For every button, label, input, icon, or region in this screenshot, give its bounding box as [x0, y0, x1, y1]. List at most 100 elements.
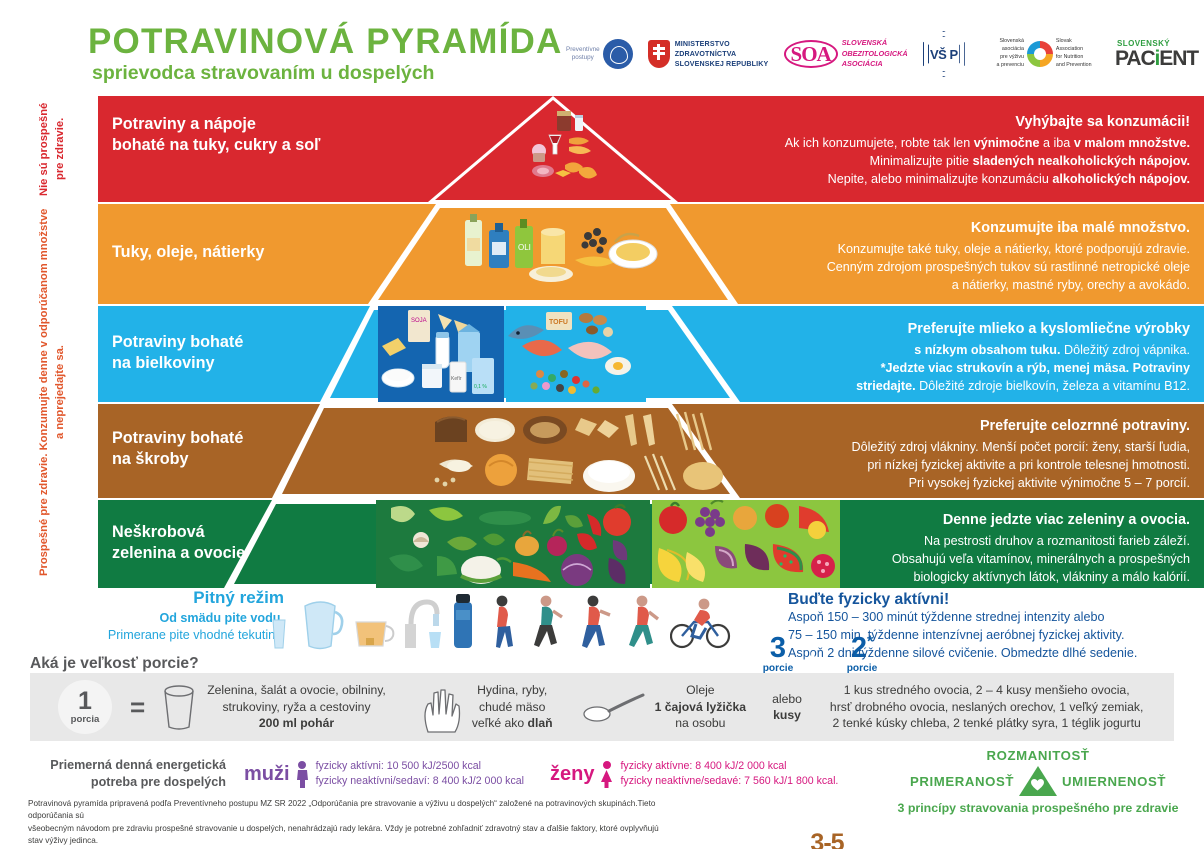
soa-monogram: SOA [783, 39, 838, 69]
footer-disclaimer: Potravinová pyramída pripravená podľa Pr… [28, 798, 668, 847]
color-ring-icon [1026, 41, 1053, 67]
page-subtitle: sprievodca stravovaním u dospelých [92, 62, 435, 84]
side-label-not-healthy: Nie sú prospešné pre zdravie. [38, 102, 67, 196]
hydration-line1: Od smädu pite vodu. [159, 611, 284, 626]
vszp-monogram: VŠ P [929, 46, 958, 62]
portion-panel: 1 porcia = Zelenina, šalát a ovocie, obi… [30, 673, 1174, 741]
tier-orange-label: Tuky, oleje, nátierky [112, 243, 265, 261]
portion-bubble-3-5-servings: 3-5 porcií denne [788, 816, 866, 849]
logo-mz-line2: ZDRAVOTNÍCTVA [674, 49, 737, 58]
header: POTRAVINOVÁ PYRAMÍDA sprievodca stravova… [0, 0, 1204, 92]
footer-line2: všeobecným návodom pre zdraviu prospešné… [28, 823, 659, 845]
logo-prev-line2: postupy [571, 54, 594, 61]
tier-orange: Tuky, oleje, nátierky OLI [98, 204, 1204, 494]
page-title: POTRAVINOVÁ PYRAMÍDA [88, 22, 563, 61]
pacient-line1: SLOVENSKÝ [1117, 38, 1170, 48]
palm-hand-icon [424, 689, 460, 733]
logo-soa: SOA SLOVENSKÁ OBEZITOLOGICKÁ ASOCIÁCIA [783, 37, 908, 71]
tier-green-text: Denne jedzte viac zeleniny a ovocia. Na … [891, 512, 1190, 584]
tier-brown-text: Preferujte celozrnné potraviny. Dôležitý… [851, 418, 1190, 490]
activity-line3: Aspoň 2 dni týždenne silové cvičenie. Ob… [788, 646, 1138, 661]
tier-red-label: Potraviny a nápoje bohaté na tuky, cukry… [112, 115, 321, 155]
equals-sign: = [130, 691, 146, 722]
tier-green: Neškrobová zelenina a ovocie [98, 500, 1204, 588]
ssvp-right4: and Prevention [1055, 61, 1092, 68]
female-figure-icon [600, 760, 613, 788]
teaspoon-icon [582, 693, 645, 722]
cycling-icon [670, 598, 731, 649]
food-images-red [528, 96, 602, 202]
energy-women-word: ženy [550, 762, 595, 785]
portion-palm-text: Hydina, ryby, chudé mäso veľké ako dlaň [471, 683, 553, 731]
activity-icons [486, 588, 776, 650]
tier-blue-label: Potraviny bohaté na bielkoviny [112, 333, 244, 373]
energy-women-group: ženy fyzicky aktívne: 8 400 kJ/2 000 kca… [524, 759, 838, 789]
logo-soa-line3: ASOCIÁCIA [841, 59, 883, 69]
activity-line1: Aspoň 150 – 300 minút týždenne strednej … [788, 610, 1105, 625]
portion-spoon-text: Oleje 1 čajová lyžička na osobu [654, 683, 747, 731]
logo-soa-line1: SLOVENSKÁ [841, 37, 888, 47]
principles-caption: 3 princípy stravovania prospešného pre z… [897, 801, 1179, 815]
svg-text:SOJA: SOJA [411, 318, 427, 324]
activity-line2: 75 – 150 min. týždenne intenzívnej aerób… [788, 628, 1125, 643]
glass-icon [164, 685, 194, 730]
logo-prev-line1: Preventívne [566, 45, 600, 53]
ssvp-left1: Slovenská [999, 38, 1024, 45]
svg-text:Kefír: Kefír [451, 376, 462, 382]
logo-slovensky-pacient: SLOVENSKÝ PACiENT [1115, 38, 1199, 69]
plus-sign: + [804, 644, 822, 677]
portion-item-alebo: alebo kusy [772, 691, 802, 722]
logo-mz-line3: SLOVENSKEJ REPUBLIKY [674, 60, 769, 69]
food-images-vegetables [376, 500, 650, 588]
portion-item-palm: Hydina, ryby, chudé mäso veľké ako dlaň [420, 673, 553, 741]
male-figure-icon [296, 760, 309, 788]
svg-text:OLI: OLI [518, 243, 531, 252]
bottle-icon [454, 594, 472, 648]
tier-orange-text: Konzumujte iba malé množstvo. Konzumujte… [826, 220, 1190, 292]
glass-icon [272, 619, 286, 649]
food-images-fruits [652, 500, 840, 588]
apple-circle-icon [602, 39, 633, 69]
tier-brown: Potraviny bohaté na škroby [98, 404, 1204, 849]
tap-icon [405, 599, 441, 648]
portion-question: Aká je veľkosť porcie? [30, 655, 199, 672]
food-images-dairy: SOJA Kefír 0,1 % [378, 306, 504, 402]
principles-block: ROZMANITOSŤ PRIMERANOSŤ UMIERNENOSŤ 3 pr… [888, 748, 1188, 815]
logo-ministerstvo-zdravotnictva: MINISTERSTVO ZDRAVOTNÍCTVA SLOVENSKEJ RE… [647, 39, 769, 70]
principle-moderation: UMIERNENOSŤ [1062, 773, 1167, 789]
slovak-shield-icon [647, 40, 670, 68]
bubble-2-number: 2* [850, 631, 874, 664]
logo-preventivne-postupy: Preventívne postupy [566, 39, 633, 69]
hydration-block: Pitný režim Od smädu pite vodu. Primeran… [104, 588, 284, 643]
energy-men-group: muži fyzicky aktívni: 10 500 kJ/2500 kca… [226, 759, 524, 789]
svg-text:0,1 %: 0,1 % [474, 384, 487, 390]
ssvp-right1: Slovak [1055, 38, 1072, 45]
principle-variety: ROZMANITOSŤ [986, 748, 1090, 763]
food-images-starch [428, 404, 728, 498]
jogging-icon [582, 595, 611, 648]
vszp-hexagon-icon: VŠ P [922, 31, 965, 77]
energy-men-word: muži [244, 762, 290, 785]
heart-triangle-icon [1019, 766, 1057, 796]
tier-blue-text: Preferujte mlieko a kyslomliečne výrobky… [856, 321, 1190, 393]
logo-strip: Preventívne postupy MINISTERSTVO ZDRAVOT… [566, 28, 1199, 80]
principles-middle-row: PRIMERANOSŤ UMIERNENOSŤ [888, 766, 1188, 796]
portion-one-badge: 1 porcia [58, 680, 112, 734]
pitcher-icon [304, 601, 344, 650]
logo-vszp: VŠ P [922, 31, 965, 77]
svg-text:TOFU: TOFU [549, 319, 568, 326]
portion-item-spoon: Oleje 1 čajová lyžička na osobu [582, 673, 747, 741]
logo-slovak-association-nutrition: Slovenská asociácia pre výživu a prevenc… [980, 38, 1100, 70]
ssvp-left2: asociácia [1001, 46, 1024, 53]
tier-red: Potraviny a nápoje bohaté na tuky, cukry… [98, 96, 1204, 274]
tier-brown-label: Potraviny bohaté na škroby [112, 429, 244, 469]
logo-soa-line2: OBEZITOLOGICKÁ [841, 48, 908, 58]
energy-needs-row: Priemerná denná energetická potreba pre … [30, 752, 890, 796]
side-label-healthy: Prospešné pre zdravie. Konzumujte denne … [38, 208, 67, 576]
portion-item-glass: Zelenina, šalát a ovocie, obilniny, stru… [159, 673, 386, 741]
hydration-icons [268, 588, 480, 650]
walking-icon [496, 595, 513, 648]
running-icon [534, 595, 563, 647]
ssvp-right3: for Nutrition [1055, 54, 1084, 60]
